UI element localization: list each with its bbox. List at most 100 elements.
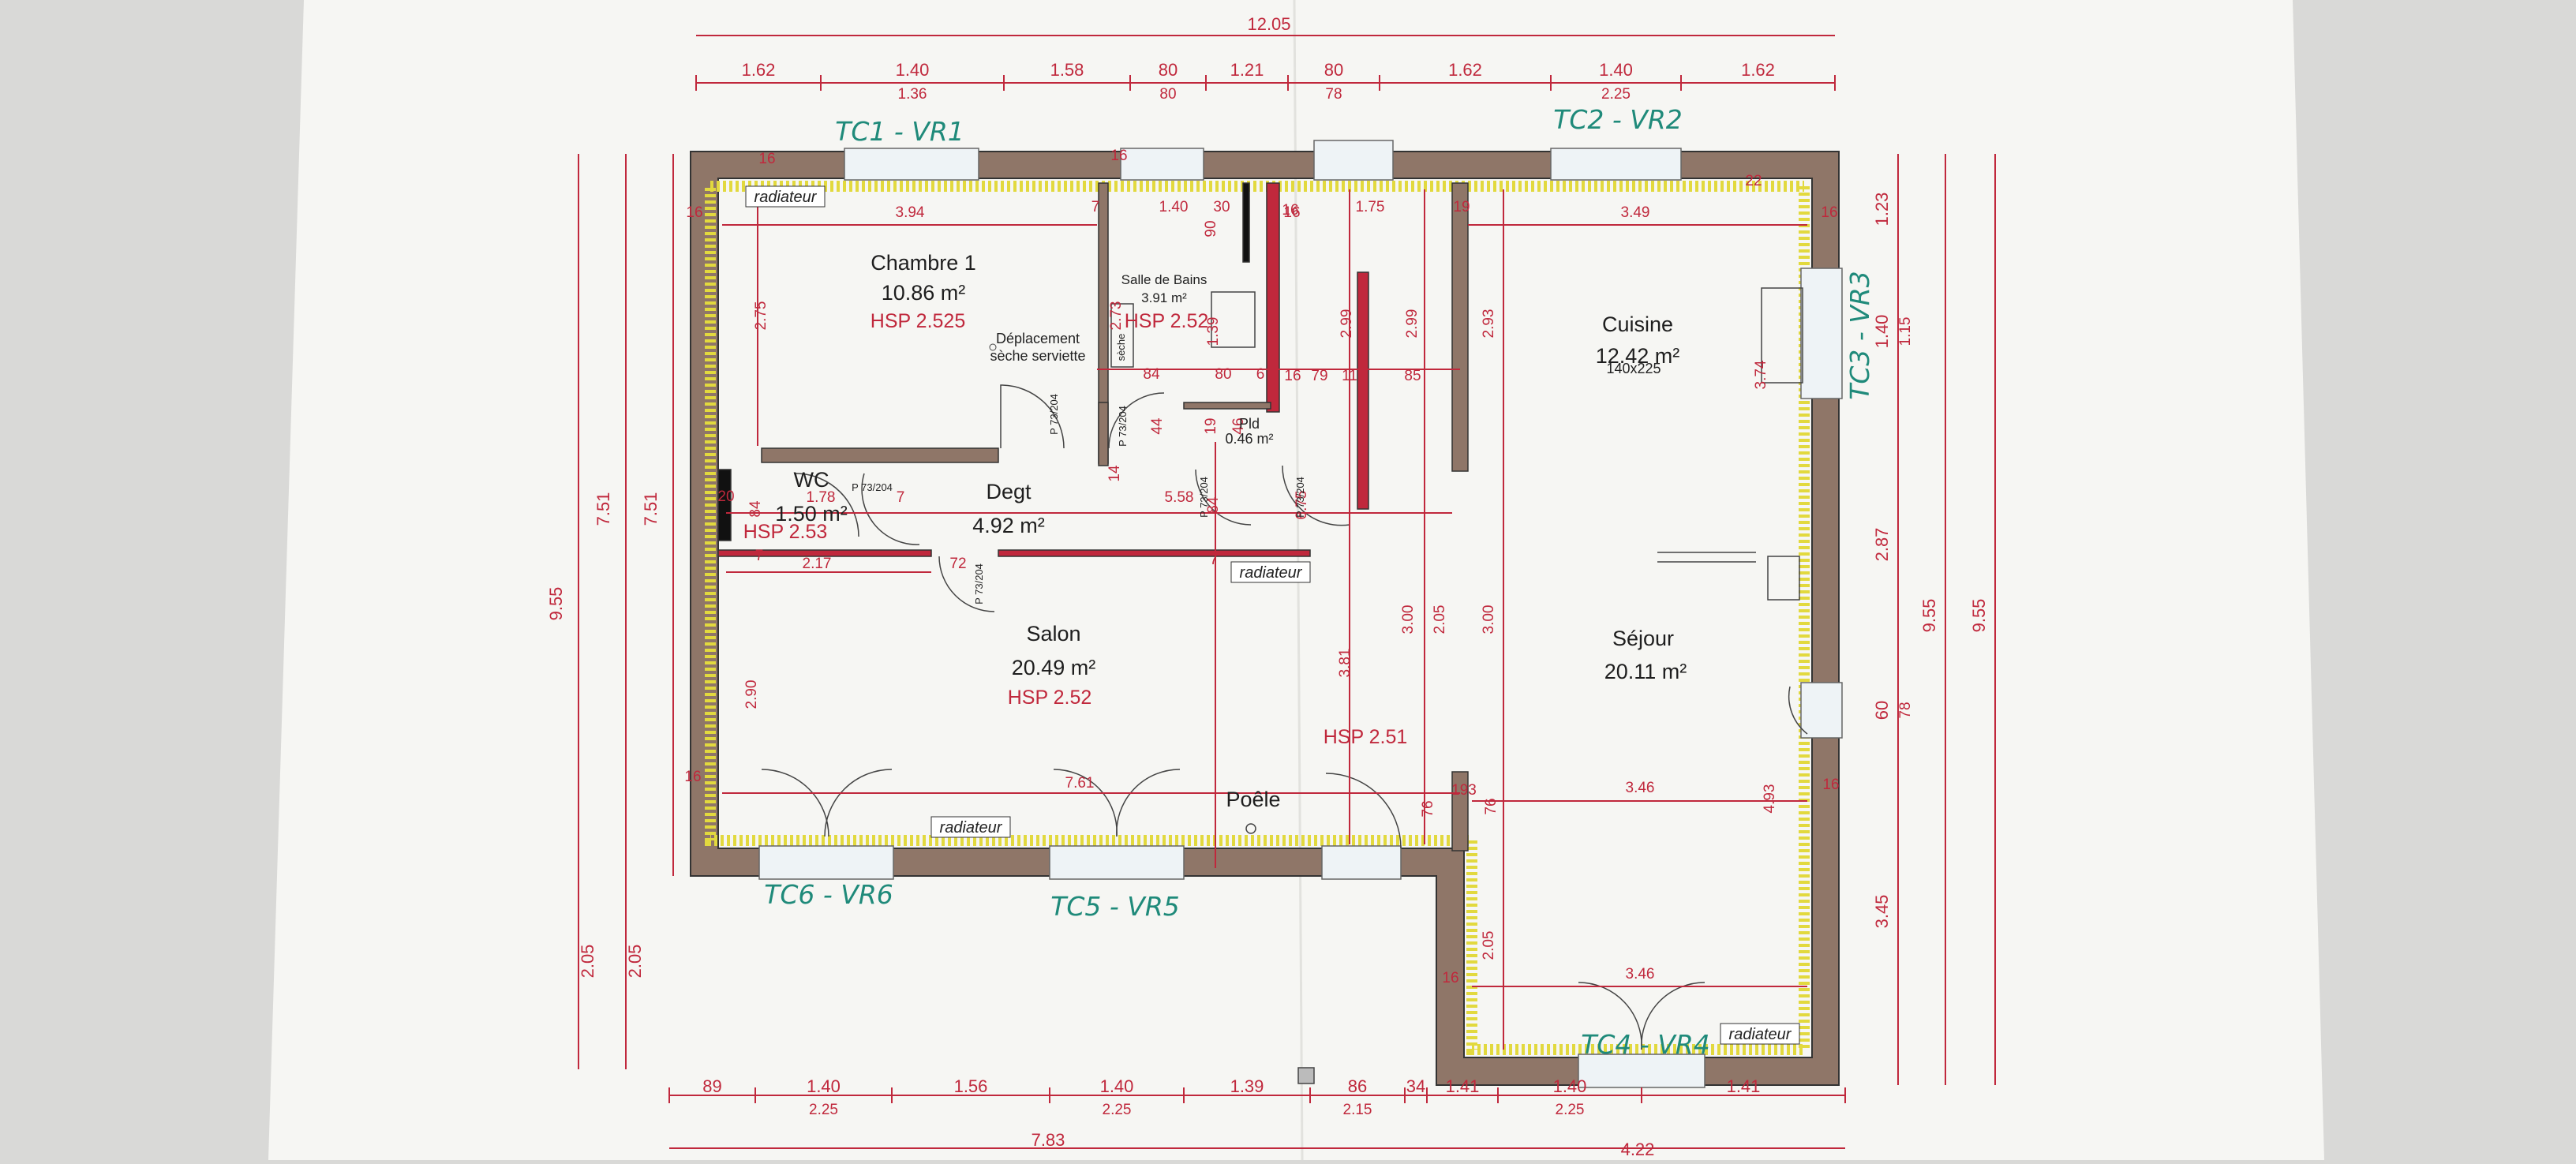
handwritten-tc3: TC3 - VR3 bbox=[1844, 271, 1875, 400]
interior-dim-label: 3.94 bbox=[896, 204, 925, 221]
towel-dryer-marker-icon bbox=[989, 343, 997, 351]
interior-dim-label: 1.40 bbox=[1159, 199, 1189, 215]
left-dim-3: 7.51 bbox=[641, 492, 661, 526]
bottom-dim-value: 1.41 bbox=[1727, 1076, 1761, 1096]
radiator-label-4: radiateur bbox=[1729, 1026, 1792, 1043]
bottom-dim-value: 86 bbox=[1348, 1076, 1367, 1096]
top-dim-value: 80 bbox=[1324, 60, 1343, 80]
bottom-dim-sub: 2.15 bbox=[1343, 1102, 1372, 1118]
interior-dim-label: 16 bbox=[758, 151, 775, 167]
room-name: WC bbox=[794, 468, 829, 492]
interior-dim-label: 1.75 bbox=[1356, 199, 1385, 215]
door-label: P 73/204 bbox=[1048, 394, 1060, 435]
interior-dim-label: 30 bbox=[1213, 199, 1230, 215]
room-area: 0.46 m² bbox=[1225, 431, 1273, 447]
right-dim-4: 3.74 bbox=[1753, 360, 1769, 389]
left-dim-1: 9.55 bbox=[546, 587, 566, 621]
left-dimensions: 9.55 7.51 7.51 2.75 2.90 2.05 2.05 bbox=[546, 154, 769, 1069]
interior-dim-label: 16 bbox=[686, 204, 702, 221]
deplacement-label-1: Déplacement bbox=[996, 331, 1080, 346]
door-label: P 73/204 bbox=[1198, 477, 1210, 518]
interior-dim-label: 3.00 bbox=[1481, 605, 1497, 634]
door-label: P 73/204 bbox=[1117, 406, 1129, 447]
room-name: Séjour bbox=[1612, 627, 1674, 650]
fixtures bbox=[1110, 287, 1803, 1084]
room-hsp: HSP 2.52 bbox=[1125, 310, 1209, 332]
interior-dim-label: 16 bbox=[1283, 204, 1300, 221]
door-label: P 73/204 bbox=[973, 563, 985, 604]
interior-dim-label: 2.93 bbox=[1481, 309, 1497, 339]
washbasin-icon bbox=[1211, 291, 1256, 348]
room-area: 20.49 m² bbox=[1012, 656, 1096, 679]
bottom-dim-value: 89 bbox=[702, 1076, 721, 1096]
bottom-dim-value: 1.39 bbox=[1230, 1076, 1264, 1096]
interior-dim-label: 16 bbox=[1822, 777, 1839, 793]
interior-dim-label: 79 bbox=[1311, 368, 1327, 384]
right-dim-3: 1.15 bbox=[1897, 317, 1914, 346]
room-name: Salon bbox=[1026, 622, 1080, 646]
sink-icon bbox=[1761, 287, 1803, 384]
interior-dim-label: 7 bbox=[897, 489, 905, 506]
room-area: 20.11 m² bbox=[1604, 660, 1687, 683]
deplacement-label-2: sèche serviette bbox=[990, 348, 1085, 364]
interior-dim-label: 16 bbox=[1282, 202, 1298, 219]
interior-dim-label: 5.58 bbox=[1165, 489, 1194, 506]
interior-dim-label: 16 bbox=[1442, 970, 1458, 986]
interior-dim-label: 19 bbox=[1453, 199, 1470, 215]
room-hsp: HSP 2.525 bbox=[871, 310, 965, 332]
room-hsp: HSP 2.53 bbox=[743, 521, 828, 543]
interior-dim-label: 4.93 bbox=[1762, 784, 1778, 814]
interior-dim-label: 16 bbox=[1110, 148, 1127, 164]
interior-dim-label: 85 bbox=[1404, 368, 1421, 384]
interior-dim-label: 1.78 bbox=[807, 489, 836, 506]
poele-label: Poêle bbox=[1226, 788, 1280, 811]
left-dim-5: 2.90 bbox=[743, 680, 760, 709]
interior-dim-label: 2.05 bbox=[1481, 931, 1497, 960]
interior-dim-label: 6.75 bbox=[1294, 491, 1310, 520]
interior-dim-label: 7.61 bbox=[1065, 775, 1095, 792]
right-dim-10: 9.55 bbox=[1969, 599, 1989, 633]
interior-dim-label: 84 bbox=[1143, 366, 1160, 383]
hsp-sejour: HSP 2.51 bbox=[1324, 726, 1408, 748]
right-dim-9: 9.55 bbox=[1919, 599, 1939, 633]
handwritten-tc5: TC5 - VR5 bbox=[1050, 891, 1180, 922]
interior-dim-label: 84 bbox=[747, 500, 764, 518]
top-dim-sub: 2.25 bbox=[1601, 86, 1631, 103]
interior-dim-label: 6 bbox=[1256, 366, 1265, 383]
interior-dim-label: 3.46 bbox=[1626, 966, 1655, 982]
handwritten-tc1: TC1 - VR1 bbox=[835, 116, 964, 147]
top-dim-value: 1.40 bbox=[896, 60, 930, 80]
room-hsp: HSP 2.52 bbox=[1008, 687, 1092, 709]
top-dim-value: 1.21 bbox=[1230, 60, 1264, 80]
interior-dim-label: 76 bbox=[1483, 798, 1500, 814]
bottom-dim-value: 34 bbox=[1406, 1076, 1425, 1096]
interior-dim-label: 80 bbox=[1215, 366, 1231, 383]
interior-dim-label: 7 bbox=[1210, 552, 1219, 568]
room-degt: Degt 4.92 m² bbox=[972, 480, 1045, 537]
bottom-dim-sub: 2.25 bbox=[1556, 1102, 1585, 1118]
interior-dim-label: 3.00 bbox=[1400, 605, 1417, 634]
right-dim-7: 78 bbox=[1897, 702, 1914, 718]
interior-dim-label: 16 bbox=[1821, 204, 1837, 221]
interior-dim-label: 20 bbox=[717, 488, 734, 505]
interior-dim-label: 3.49 bbox=[1621, 204, 1650, 221]
room-area: 4.92 m² bbox=[972, 514, 1045, 537]
interior-dim-label: 7 bbox=[1091, 199, 1100, 215]
door-swings bbox=[761, 384, 1808, 1050]
interior-dim-label: 16 bbox=[684, 769, 701, 785]
handwritten-labels: TC1 - VR1 TC2 - VR2 TC3 - VR3 TC4 - VR4 … bbox=[764, 104, 1875, 1060]
radiator-label-1: radiateur bbox=[754, 189, 818, 206]
door-label: P 73/204 bbox=[1294, 477, 1306, 518]
top-dim-value: 1.58 bbox=[1050, 60, 1084, 80]
interior-dim-label: 7 bbox=[755, 548, 764, 564]
bottom-dim-sub: 2.25 bbox=[1103, 1102, 1132, 1118]
bottom-dim-value: 1.40 bbox=[807, 1076, 841, 1096]
top-dim-sub: 1.36 bbox=[898, 86, 927, 103]
interior-dim-label: 76 bbox=[1420, 800, 1436, 817]
interior-dim-label: 2.99 bbox=[1339, 309, 1355, 339]
room-name: Chambre 1 bbox=[871, 251, 976, 275]
right-dimensions: 1.23 1.40 1.15 3.74 2.87 60 78 3.45 9.55… bbox=[1753, 154, 1996, 1085]
